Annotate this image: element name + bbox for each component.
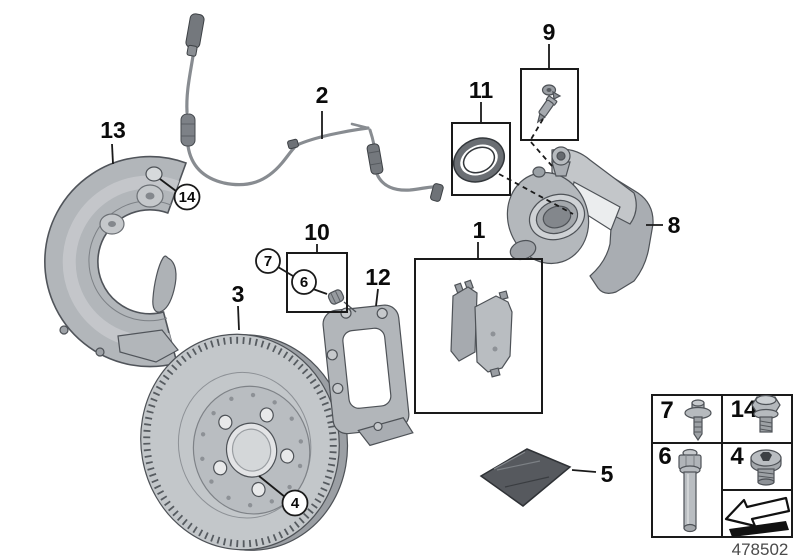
callout-4: 4 (281, 489, 309, 517)
leader-14 (159, 178, 177, 192)
caliper-carrier (322, 304, 414, 447)
box-seal-ring (451, 122, 511, 196)
callout-3: 3 (232, 281, 245, 307)
callout-11: 11 (469, 77, 494, 103)
callout-10: 10 (304, 219, 330, 245)
sensor-connector (185, 13, 205, 57)
svg-text:7: 7 (264, 253, 272, 270)
caliper-piston (528, 193, 586, 241)
leader-3 (237, 305, 240, 331)
callout-14: 14 (173, 183, 201, 211)
callout-5: 5 (601, 461, 614, 487)
wear-sensor-wire (180, 13, 444, 202)
lug-bolt-holes (213, 407, 295, 498)
leader-7 (277, 266, 294, 277)
brake-pad-set (450, 279, 513, 378)
hex-bolt-icon (751, 394, 781, 433)
leader-5 (571, 469, 597, 473)
leader-13 (111, 143, 114, 165)
legend-label-6: 6 (658, 443, 671, 470)
bleeder-boss (532, 166, 546, 178)
svg-text:6: 6 (300, 274, 308, 291)
bleeder-valve-kit (536, 84, 562, 124)
leader-4 (258, 475, 286, 498)
shield-hole (145, 166, 163, 182)
grease-pouch (479, 448, 572, 507)
box-valve-kit (520, 68, 579, 141)
leader-12 (375, 288, 379, 307)
callout-13: 13 (100, 117, 126, 143)
sensor-body (366, 143, 384, 175)
callout-9: 9 (543, 19, 556, 45)
sensor-head (430, 183, 444, 202)
piston-seal-ring (453, 137, 505, 183)
legend-label-14: 14 (731, 396, 758, 423)
svg-text:14: 14 (179, 189, 196, 206)
socket-head-plug-icon (750, 449, 782, 486)
brake-caliper (506, 146, 654, 294)
legend-label-7: 7 (660, 397, 673, 424)
wire-clip (287, 138, 299, 150)
guide-pin-bolt-icon (678, 448, 702, 533)
callout-2: 2 (316, 82, 329, 108)
leader-6 (312, 288, 328, 295)
callout-12: 12 (365, 264, 391, 290)
diagram-number: 478502 (732, 540, 789, 559)
fastener-legend: 7 14 6 4 (651, 394, 793, 538)
wire-grommet (180, 113, 196, 147)
callout-1: 1 (473, 217, 486, 243)
box-repair-kit (286, 252, 348, 313)
hub-drill-dots (200, 392, 304, 508)
callout-6: 6 (291, 269, 317, 295)
flange-screw-icon (684, 399, 712, 442)
direction-of-travel-arrow-icon (724, 496, 791, 537)
box-pad-set (414, 258, 543, 414)
legend-label-4: 4 (730, 443, 744, 470)
callout-7: 7 (255, 248, 281, 274)
ref-line-bleeder (528, 118, 553, 167)
svg-text:4: 4 (291, 495, 300, 512)
callout-8: 8 (668, 212, 681, 238)
dust-shield (44, 155, 188, 368)
